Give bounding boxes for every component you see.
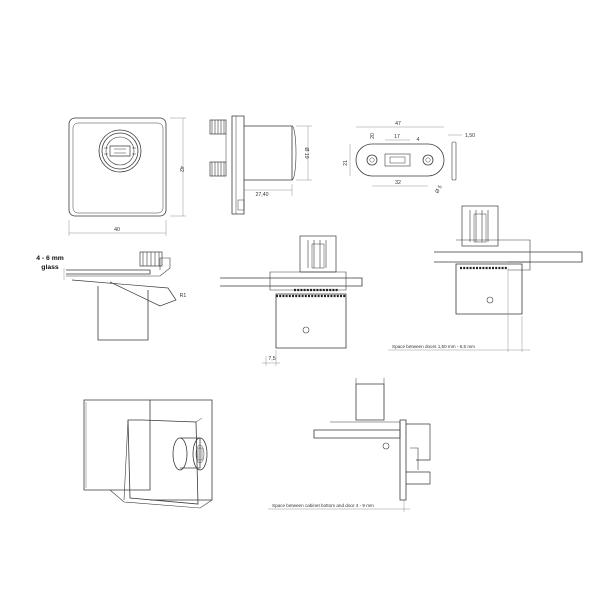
strike-overall-width: 47 xyxy=(395,121,401,127)
strike-slot-height: 4 xyxy=(417,137,420,143)
hinge-bracket-icon xyxy=(406,423,431,485)
glass-thickness-label: 4 - 6 mm xyxy=(36,255,64,262)
front-width-dim: 40 xyxy=(114,227,120,233)
glass-label: glass xyxy=(41,264,59,271)
side-depth-dim: 27,40 xyxy=(256,192,269,198)
strike-hole-spacing: 32 xyxy=(395,180,401,186)
key-cylinder-icon xyxy=(172,437,208,471)
front-height-dim: 42 xyxy=(178,166,184,172)
spring-housing-icon xyxy=(209,119,227,177)
strike-plate-view: 47 17 4 20 21 32 Ø 5 1,50 xyxy=(343,121,475,195)
spring-icon xyxy=(139,251,163,267)
cabinet-spacing-note: Space between cabinet bottom and door 4 … xyxy=(272,503,374,508)
strike-hole-diameter: Ø 5 xyxy=(434,184,443,194)
strike-plate-height: 21 xyxy=(343,160,349,166)
radius-dim: R1 xyxy=(180,293,187,299)
lock-body-icon xyxy=(461,205,499,247)
lock-body-icon xyxy=(299,235,337,273)
strike-slot-width: 17 xyxy=(394,134,400,140)
side-view: Ø 19 27,40 xyxy=(209,115,312,215)
sliding-offset-dim: 7,5 xyxy=(268,356,275,362)
lock-cylinder-icon xyxy=(98,129,142,173)
glass-section-view: 4 - 6 mm glass R1 xyxy=(36,251,187,341)
strike-edge-offset: 20 xyxy=(370,133,376,139)
sliding-installation-view: 7,5 xyxy=(220,235,363,366)
spring-row-icon xyxy=(276,288,346,298)
overlap-spacing-note: Space between doors 1,50 mm - 6,5 mm xyxy=(392,344,475,349)
cabinet-installation-view: Space between cabinet bottom and door 4 … xyxy=(268,378,431,512)
front-view: 40 42 xyxy=(68,117,186,236)
isometric-view xyxy=(83,399,213,509)
side-diameter-dim: Ø 19 xyxy=(303,147,309,158)
overlap-installation-view: Space between doors 1,50 mm - 6,5 mm xyxy=(388,205,583,352)
strike-thickness: 1,50 xyxy=(465,133,475,139)
